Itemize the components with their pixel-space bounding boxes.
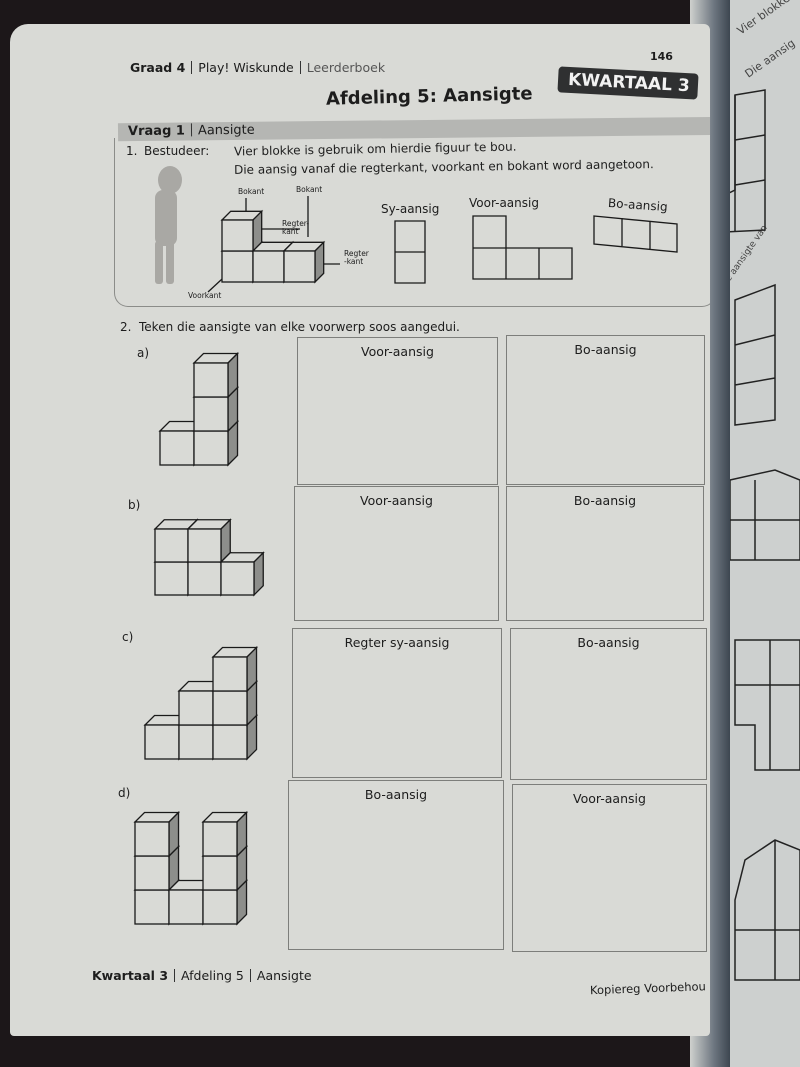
item-b-label: b) xyxy=(128,498,141,512)
question-1-box xyxy=(114,138,710,307)
answer-box-c-top[interactable]: Bo-aansig xyxy=(510,628,707,780)
cube-front-face xyxy=(221,219,254,252)
box-label: Regter sy-aansig xyxy=(344,635,450,650)
q2-instruction: Teken die aansigte van elke voorwerp soo… xyxy=(139,320,460,334)
cube-front-face xyxy=(193,430,229,466)
box-label: Bo-aansig xyxy=(577,635,640,650)
cube-front-face xyxy=(154,561,189,596)
cube-front-face xyxy=(221,250,254,283)
drawings-layer xyxy=(133,166,678,926)
item-c-label: c) xyxy=(122,630,134,644)
answer-box-d-top[interactable]: Bo-aansig xyxy=(288,780,504,950)
box-label: Bo-aansig xyxy=(574,342,637,357)
cube-front-face xyxy=(193,396,229,432)
page-footer: Kwartaal 3 Afdeling 5 Aansigte xyxy=(92,968,312,983)
box-label: Bo-aansig xyxy=(573,493,637,508)
figure-a-cubes xyxy=(158,351,240,467)
label-front: Voorkant xyxy=(188,291,222,300)
cube-front-face xyxy=(252,250,285,283)
side-view-drawing xyxy=(394,220,426,284)
footer-topic: Aansigte xyxy=(256,968,312,983)
answer-box-d-front[interactable]: Voor-aansig xyxy=(512,784,707,952)
box-label: Bo-aansig xyxy=(364,787,428,802)
q1-number: 1. xyxy=(126,144,138,158)
cube-front-face xyxy=(154,528,189,563)
cube-front-face xyxy=(168,889,204,925)
page-header: Graad 4 Play! Wiskunde Leerderboek xyxy=(130,60,385,75)
label-right-2: Regter -kant xyxy=(344,249,369,266)
answer-box-a-front[interactable]: Voor-aansig xyxy=(297,337,498,485)
label-top-2: Bokant xyxy=(296,185,323,194)
item-a-label: a) xyxy=(137,346,150,360)
answer-box-b-front[interactable]: Voor-aansig xyxy=(294,486,499,621)
figure-character-illustration xyxy=(155,166,182,284)
front-view-label: Voor-aansig xyxy=(469,196,539,210)
cube-front-face xyxy=(178,690,214,726)
cube-front-face xyxy=(202,889,238,925)
cube-front-face xyxy=(187,561,222,596)
side-view-label: Sy-aansig xyxy=(381,202,440,216)
cube-front-face xyxy=(202,855,238,891)
cube-front-face xyxy=(134,821,170,857)
answer-box-c-side[interactable]: Regter sy-aansig xyxy=(292,628,502,778)
box-label: Voor-aansig xyxy=(573,791,646,806)
box-label: Voor-aansig xyxy=(360,493,433,508)
label-right-1: Regter- kant xyxy=(282,219,310,236)
cube-front-face xyxy=(134,855,170,891)
item-d-label: d) xyxy=(118,786,131,800)
q2-number: 2. xyxy=(120,320,132,334)
book-label: Leerderboek xyxy=(306,60,386,75)
box-label: Voor-aansig xyxy=(361,344,434,359)
page-number: 146 xyxy=(650,50,673,63)
cube-front-face xyxy=(202,821,238,857)
figure-b-cubes xyxy=(153,518,265,597)
cube-front-face xyxy=(212,656,248,692)
worksheet-page: Graad 4 Play! Wiskunde Leerderboek 146 Afd… xyxy=(10,24,710,1036)
cube-front-face xyxy=(144,724,180,760)
footer-section: Afdeling 5 xyxy=(181,968,244,983)
cube-front-face xyxy=(212,690,248,726)
grade-label: Graad 4 xyxy=(130,60,186,75)
top-view-drawing xyxy=(593,215,678,253)
cube-front-face xyxy=(159,430,195,466)
cube-front-face xyxy=(178,724,214,760)
footer-term: Kwartaal 3 xyxy=(92,968,169,983)
cube-front-face xyxy=(212,724,248,760)
cube-front-face xyxy=(134,889,170,925)
front-view-drawing xyxy=(472,215,573,280)
figure-c-cubes xyxy=(143,645,259,761)
answer-box-a-top[interactable]: Bo-aansig xyxy=(506,335,705,485)
q1-lead: Bestudeer: xyxy=(144,144,210,158)
series-label: Play! Wiskunde xyxy=(198,60,294,75)
label-top-1: Bokant xyxy=(238,187,265,196)
answer-box-b-top[interactable]: Bo-aansig xyxy=(506,486,704,621)
q1-figure-cubes xyxy=(220,209,326,284)
next-page-cube-figures xyxy=(724,89,800,981)
cube-front-face xyxy=(220,561,255,596)
cube-front-face xyxy=(193,362,229,398)
figure-d-cubes xyxy=(133,810,249,926)
cube-front-face xyxy=(283,250,316,283)
cube-front-face xyxy=(187,528,222,563)
